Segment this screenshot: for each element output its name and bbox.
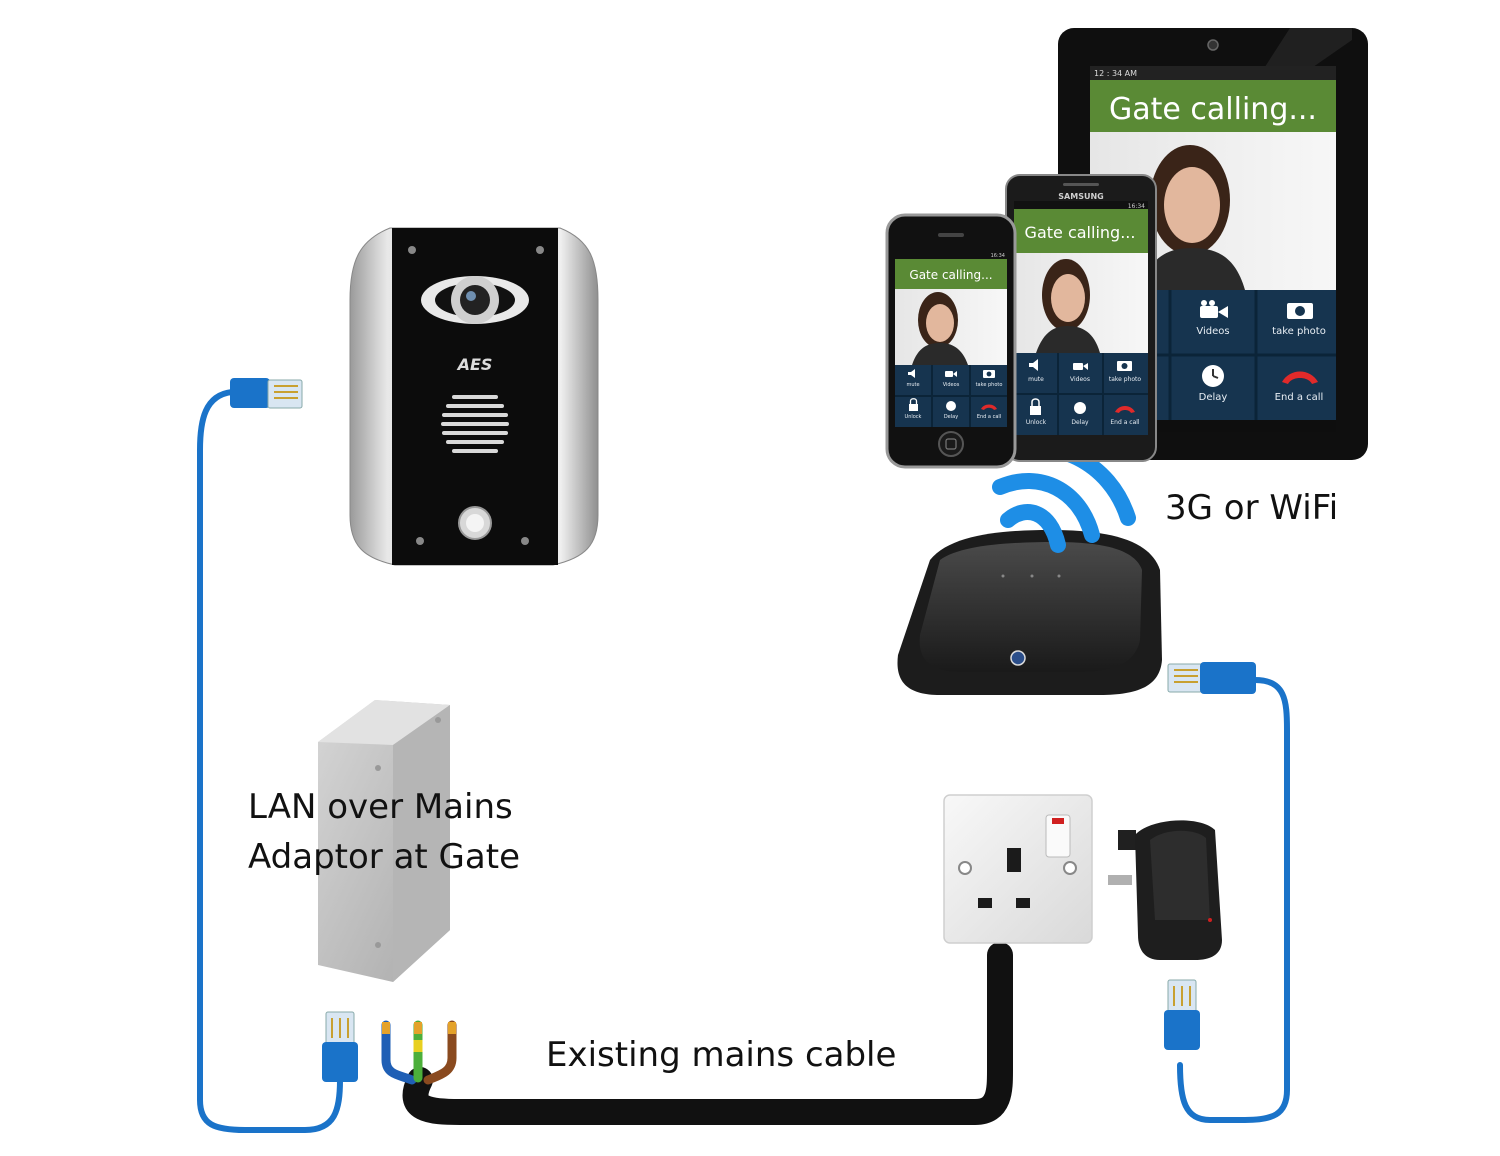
intercom-brand-logo: AES <box>456 355 493 374</box>
powerline-plug-adaptor <box>1108 820 1222 960</box>
wifi-router <box>897 530 1162 695</box>
speaker-icon <box>1029 359 1038 371</box>
iphone-btn-end-call: End a call <box>977 414 1001 420</box>
rj45-plug-icon <box>1167 662 1256 694</box>
iphone-btn-delay: Delay <box>944 414 958 420</box>
caller-photo <box>1140 145 1245 290</box>
caller-photo <box>912 292 968 365</box>
end-call-icon <box>1115 406 1135 413</box>
samsung-brand: SAMSUNG <box>1058 192 1103 201</box>
photo-camera-icon <box>1117 361 1132 371</box>
video-camera-icon <box>1200 300 1228 318</box>
photo-camera-icon <box>1287 303 1313 319</box>
samsung-btn-end-call: End a call <box>1110 419 1140 426</box>
samsung-banner: Gate calling... <box>1025 223 1136 242</box>
label-3g-or-wifi: 3G or WiFi <box>1165 488 1339 528</box>
iphone-status-time: 16:34 <box>991 253 1005 259</box>
door-intercom-panel: AES <box>349 227 599 566</box>
tablet-btn-videos: Videos <box>1196 326 1229 337</box>
caller-photo <box>1036 259 1100 353</box>
tablet-btn-take-photo: take photo <box>1272 326 1326 337</box>
tablet-status-time: 12 : 34 AM <box>1094 69 1137 78</box>
mains-wires-icon <box>381 1020 457 1085</box>
rj45-plug-icon <box>230 378 303 409</box>
home-button-icon <box>938 431 964 457</box>
lan-over-mains-adaptor <box>318 700 450 982</box>
samsung-btn-unlock: Unlock <box>1026 419 1047 426</box>
label-adaptor-line2: Adaptor at Gate <box>248 837 520 877</box>
iphone-btn-mute: mute <box>906 382 919 388</box>
tablet-btn-end-call: End a call <box>1275 392 1324 403</box>
samsung-btn-take-photo: take photo <box>1109 376 1142 383</box>
iphone-btn-take-photo: take photo <box>976 382 1003 388</box>
samsung-btn-delay: Delay <box>1071 419 1089 426</box>
lock-icon <box>909 398 918 411</box>
call-button-icon <box>458 506 492 540</box>
label-adaptor-line1: LAN over Mains <box>248 787 513 827</box>
clock-icon <box>946 401 956 411</box>
rj45-plug-icon <box>1164 979 1200 1050</box>
rj45-plug-icon <box>322 1011 358 1082</box>
speaker-grille <box>441 395 509 453</box>
clock-icon <box>1202 365 1224 387</box>
samsung-status-time: 16:34 <box>1128 203 1145 210</box>
end-call-icon <box>1282 371 1318 384</box>
samsung-btn-videos: Videos <box>1070 376 1090 383</box>
end-call-icon <box>981 404 997 410</box>
speaker-icon <box>908 369 915 378</box>
wall-socket <box>943 794 1093 944</box>
tablet-banner: Gate calling... <box>1109 92 1317 127</box>
clock-icon <box>1074 402 1086 414</box>
iphone-btn-unlock: Unlock <box>905 414 922 420</box>
ethernet-cable-left <box>197 389 343 1133</box>
iphone-btn-videos: Videos <box>943 382 960 388</box>
iphone-device: 16:34 Gate calling... mute Videos take p… <box>885 213 1017 469</box>
mains-cable <box>402 942 1013 1125</box>
android-phone: SAMSUNG 16:34 Gate calling... mute Video… <box>1005 174 1157 462</box>
video-camera-icon <box>945 371 957 377</box>
camera-lens-icon <box>421 276 529 324</box>
iphone-banner: Gate calling... <box>909 268 992 282</box>
label-existing-mains-cable: Existing mains cable <box>546 1035 897 1075</box>
samsung-btn-mute: mute <box>1028 376 1044 383</box>
tablet-btn-delay: Delay <box>1199 392 1228 403</box>
ethernet-cable-right <box>1177 677 1290 1123</box>
photo-camera-icon <box>983 370 995 378</box>
video-camera-icon <box>1073 363 1088 370</box>
lock-icon <box>1030 398 1041 415</box>
